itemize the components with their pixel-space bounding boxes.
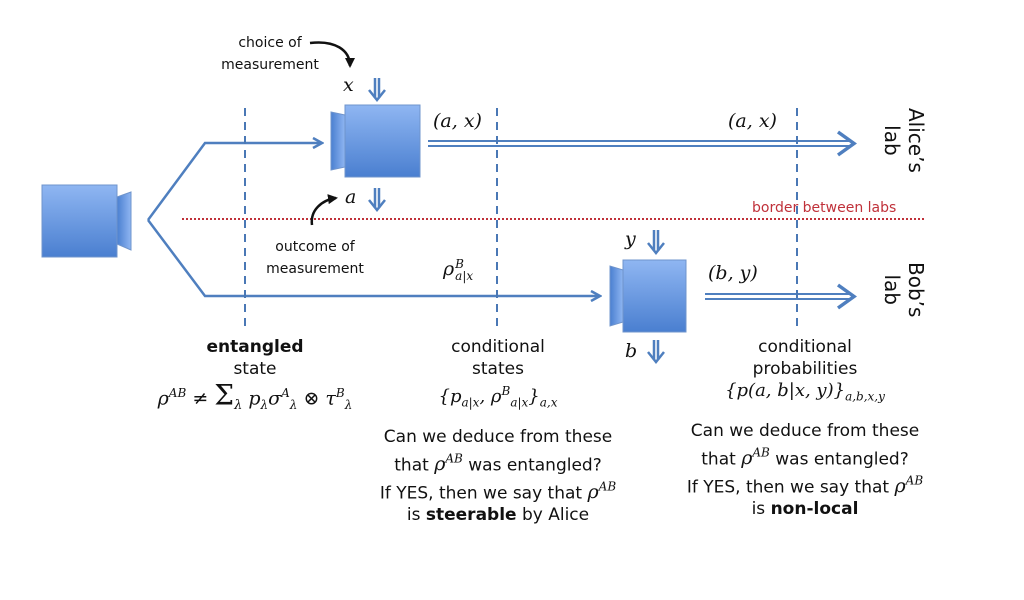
q-line-3: If YES, then we say that ρAB bbox=[379, 479, 617, 504]
outcome-line-2: measurement bbox=[266, 261, 364, 277]
alice-lab-line-1: Alice’s bbox=[904, 108, 928, 173]
rho-sup: B bbox=[455, 257, 464, 271]
rho-symbol: ρ bbox=[443, 258, 455, 280]
state-title: state bbox=[233, 359, 277, 379]
q-steerable: steerable bbox=[425, 505, 517, 526]
choice-line-1: choice of bbox=[238, 35, 302, 51]
alice-output-ax-2: (a, x) bbox=[728, 110, 777, 132]
particle-paths bbox=[146, 143, 600, 296]
cond-states-title-2: states bbox=[472, 359, 524, 379]
p-that: that bbox=[701, 448, 736, 469]
bob-lab-line-1: Bob’s bbox=[904, 262, 928, 318]
alice-lab-label: Alice’s lab bbox=[880, 108, 928, 173]
cond-states-formula: {pa|x, ρBa|x}a,x bbox=[438, 384, 558, 410]
q-line-2: that ρAB was entangled? bbox=[394, 451, 602, 475]
choice-of-measurement-label: choice of measurement bbox=[205, 32, 335, 76]
choice-line-2: measurement bbox=[221, 57, 319, 73]
bob-output-line bbox=[705, 283, 857, 310]
entangled-title: entangled bbox=[206, 337, 304, 357]
q-is: is bbox=[406, 505, 421, 526]
time-slice-dashed-lines bbox=[244, 108, 798, 330]
alice-output-line bbox=[428, 130, 857, 157]
bob-output-by: (b, y) bbox=[708, 262, 758, 284]
output-b-arrow bbox=[647, 340, 665, 365]
q-line-1: Can we deduce from these bbox=[383, 426, 613, 447]
q-entangled: was entangled? bbox=[468, 454, 602, 475]
p-nonlocal: non-local bbox=[770, 499, 859, 520]
q-by-alice: by Alice bbox=[521, 505, 590, 526]
source-device bbox=[41, 184, 132, 258]
bob-measurement-device bbox=[609, 259, 687, 333]
p-ifyes: If YES, then we say that bbox=[686, 477, 890, 498]
p-line-2: that ρAB was entangled? bbox=[701, 445, 909, 469]
cond-states-title-1: conditional bbox=[451, 337, 545, 357]
entangled-state-block: entangled state ρAB ≠ Σλ pλσAλ ⊗ τBλ bbox=[110, 336, 400, 417]
cond-prob-title-1: conditional bbox=[758, 337, 852, 357]
conditional-probabilities-block: conditional probabilities {p(a, b|x, y)}… bbox=[660, 336, 950, 520]
bob-lab-line-2: lab bbox=[880, 274, 904, 305]
q-that: that bbox=[394, 454, 429, 475]
choice-annotation-arrow bbox=[309, 41, 355, 68]
alice-lab-line-2: lab bbox=[880, 125, 904, 156]
var-a: a bbox=[345, 186, 357, 208]
input-y-arrow bbox=[647, 230, 665, 256]
output-a-arrow bbox=[368, 188, 386, 213]
alice-measurement-device bbox=[330, 104, 421, 178]
q-line-4: is steerable by Alice bbox=[350, 504, 646, 526]
p-line-4: is non-local bbox=[660, 498, 950, 520]
outcome-annotation-arrow bbox=[310, 194, 338, 226]
p-entangled: was entangled? bbox=[775, 448, 909, 469]
var-b: b bbox=[625, 340, 638, 362]
p-is: is bbox=[751, 499, 766, 520]
var-x: x bbox=[343, 74, 354, 96]
input-x-arrow bbox=[368, 78, 386, 103]
outcome-line-1: outcome of bbox=[275, 239, 355, 255]
conditional-states-block: conditional states {pa|x, ρBa|x}a,x Can … bbox=[350, 336, 646, 526]
entangled-formula: ρAB ≠ Σλ pλσAλ ⊗ τBλ bbox=[157, 378, 353, 414]
outcome-of-measurement-label: outcome of measurement bbox=[250, 236, 380, 280]
rho-sub: a|x bbox=[455, 269, 474, 283]
border-between-labs-label: border between labs bbox=[752, 200, 897, 216]
cond-prob-title-2: probabilities bbox=[752, 359, 858, 379]
p-line-3: If YES, then we say that ρAB bbox=[686, 473, 924, 498]
var-y: y bbox=[625, 228, 636, 250]
p-line-1: Can we deduce from these bbox=[690, 420, 920, 441]
bob-lab-label: Bob’s lab bbox=[880, 262, 928, 317]
cond-prob-formula: {p(a, b|x, y)}a,b,x,y bbox=[725, 380, 885, 404]
q-ifyes: If YES, then we say that bbox=[379, 483, 583, 504]
nonlocal-question: Can we deduce from these that ρAB was en… bbox=[660, 420, 950, 521]
steering-question: Can we deduce from these that ρAB was en… bbox=[350, 426, 646, 527]
alice-output-ax-1: (a, x) bbox=[433, 110, 482, 132]
